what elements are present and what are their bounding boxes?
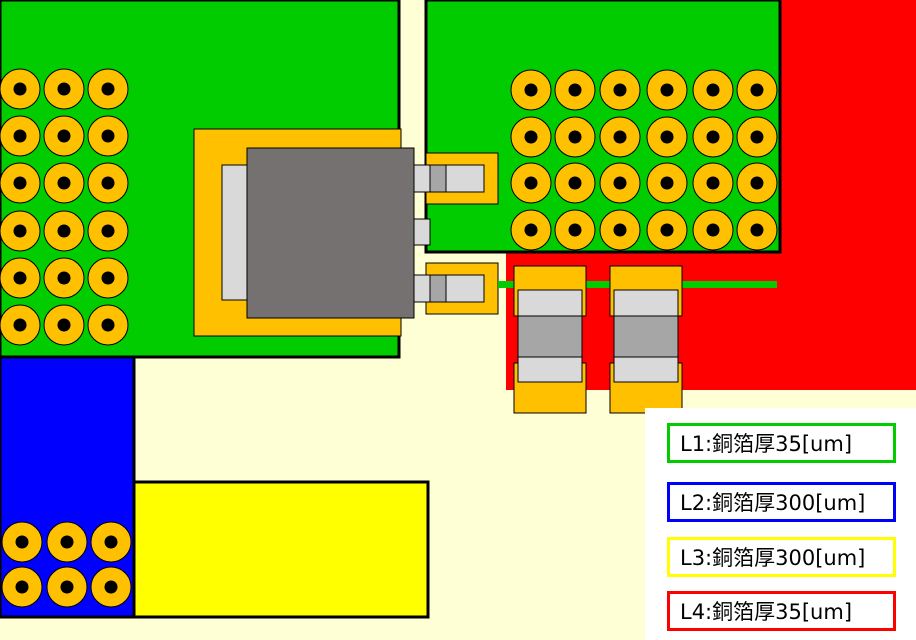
via-left-14 [43,257,85,299]
via-right-17 [692,162,734,204]
via-right-19 [510,209,552,251]
l4-red-copper-area [506,0,916,390]
package-body [246,147,415,319]
via-array-left [0,68,129,346]
via-right-21 [599,209,641,251]
legend-label-l1: L1:銅箔厚35[um] [680,432,853,456]
via-right-4 [646,69,688,111]
capacitor-2 [609,265,683,414]
via-array-right [510,69,778,251]
via-right-16 [646,162,688,204]
via-left-18 [87,304,129,346]
via-right-7 [510,116,552,158]
via-left-3 [87,68,129,110]
via-right-1 [510,69,552,111]
via-left-10 [0,210,41,252]
via-bottom-left-4 [1,566,43,608]
via-left-13 [0,257,41,299]
legend-item-l2: L2:銅箔厚300[um] [667,482,896,522]
via-bottom-left-6 [90,566,132,608]
via-left-16 [0,304,41,346]
capacitor-1 [513,265,587,414]
via-left-1 [0,68,41,110]
via-left-17 [43,304,85,346]
package-pin-bottom-lead [413,274,485,303]
via-array-bottom-left [1,521,132,608]
via-right-14 [554,162,596,204]
via-right-15 [599,162,641,204]
legend-label-l4: L4:銅箔厚35[um] [680,600,853,624]
via-left-9 [87,162,129,204]
legend-item-l3: L3:銅箔厚300[um] [667,537,896,577]
via-left-4 [0,115,41,157]
via-bottom-left-1 [1,521,43,563]
via-right-11 [692,116,734,158]
via-right-22 [646,209,688,251]
package-pin-top-mid [429,164,447,193]
via-right-8 [554,116,596,158]
package-pin-middle [413,218,431,246]
capacitor-2-terminal-top [613,289,679,317]
via-left-15 [87,257,129,299]
via-bottom-left-5 [46,566,88,608]
package-pin-bottom-mid [429,274,447,303]
legend-label-l3: L3:銅箔厚300[um] [680,546,866,570]
via-left-6 [87,115,129,157]
via-left-8 [43,162,85,204]
via-right-23 [692,209,734,251]
legend-label-l2: L2:銅箔厚300[um] [680,491,866,515]
capacitor-1-terminal-top [517,289,583,317]
legend-item-l1: L1:銅箔厚35[um] [667,423,896,463]
package-tab [221,164,251,301]
via-right-24 [736,209,778,251]
via-right-6 [736,69,778,111]
legend-item-l4: L4:銅箔厚35[um] [667,591,896,631]
via-right-10 [646,116,688,158]
via-left-5 [43,115,85,157]
via-right-5 [692,69,734,111]
capacitor-1-terminal-bottom [517,356,583,383]
via-right-2 [554,69,596,111]
via-right-18 [736,162,778,204]
via-right-13 [510,162,552,204]
via-right-3 [599,69,641,111]
l3-yellow-copper-area [132,480,430,619]
via-left-12 [87,210,129,252]
via-left-7 [0,162,41,204]
via-left-11 [43,210,85,252]
via-bottom-left-3 [90,521,132,563]
via-right-9 [599,116,641,158]
capacitor-2-terminal-bottom [613,356,679,383]
via-left-2 [43,68,85,110]
via-right-20 [554,209,596,251]
package-pin-top-lead [413,164,485,193]
via-right-12 [736,116,778,158]
via-bottom-left-2 [46,521,88,563]
